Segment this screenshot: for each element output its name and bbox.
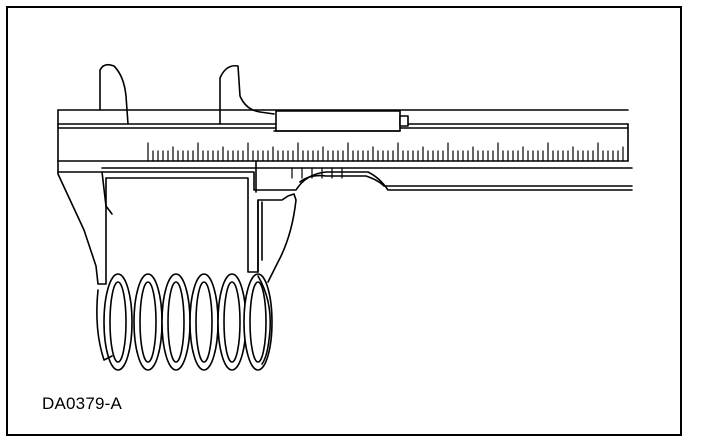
sliding-upper-jaw: [219, 64, 275, 125]
figure-caption: DA0379-A: [42, 394, 123, 413]
spring-coil-outer: [189, 273, 219, 371]
spring-coil-inner: [249, 281, 267, 363]
spring-coil-inner: [223, 281, 241, 363]
spring-coil-inner: [167, 281, 185, 363]
fixed-lower-jaw: [57, 171, 107, 285]
spring-end-right: [257, 275, 272, 365]
spring-end-left: [96, 289, 113, 361]
sliding-lower-jaw: [105, 177, 297, 283]
vernier-scale: [291, 167, 343, 179]
spring-coil-inner: [109, 281, 127, 363]
spring-coil-outer: [217, 273, 247, 371]
spring-coil-outer: [243, 273, 273, 371]
fixed-upper-jaw: [99, 63, 129, 125]
spring-coil-outer: [161, 273, 191, 371]
main-scale: [147, 142, 624, 162]
lock-screw: [273, 110, 409, 132]
spring-coil-inner: [139, 281, 157, 363]
spring-coil-outer: [133, 273, 163, 371]
spring-coil-inner: [195, 281, 213, 363]
spring-coil-outer: [103, 273, 133, 371]
coil-spring: [96, 273, 273, 371]
